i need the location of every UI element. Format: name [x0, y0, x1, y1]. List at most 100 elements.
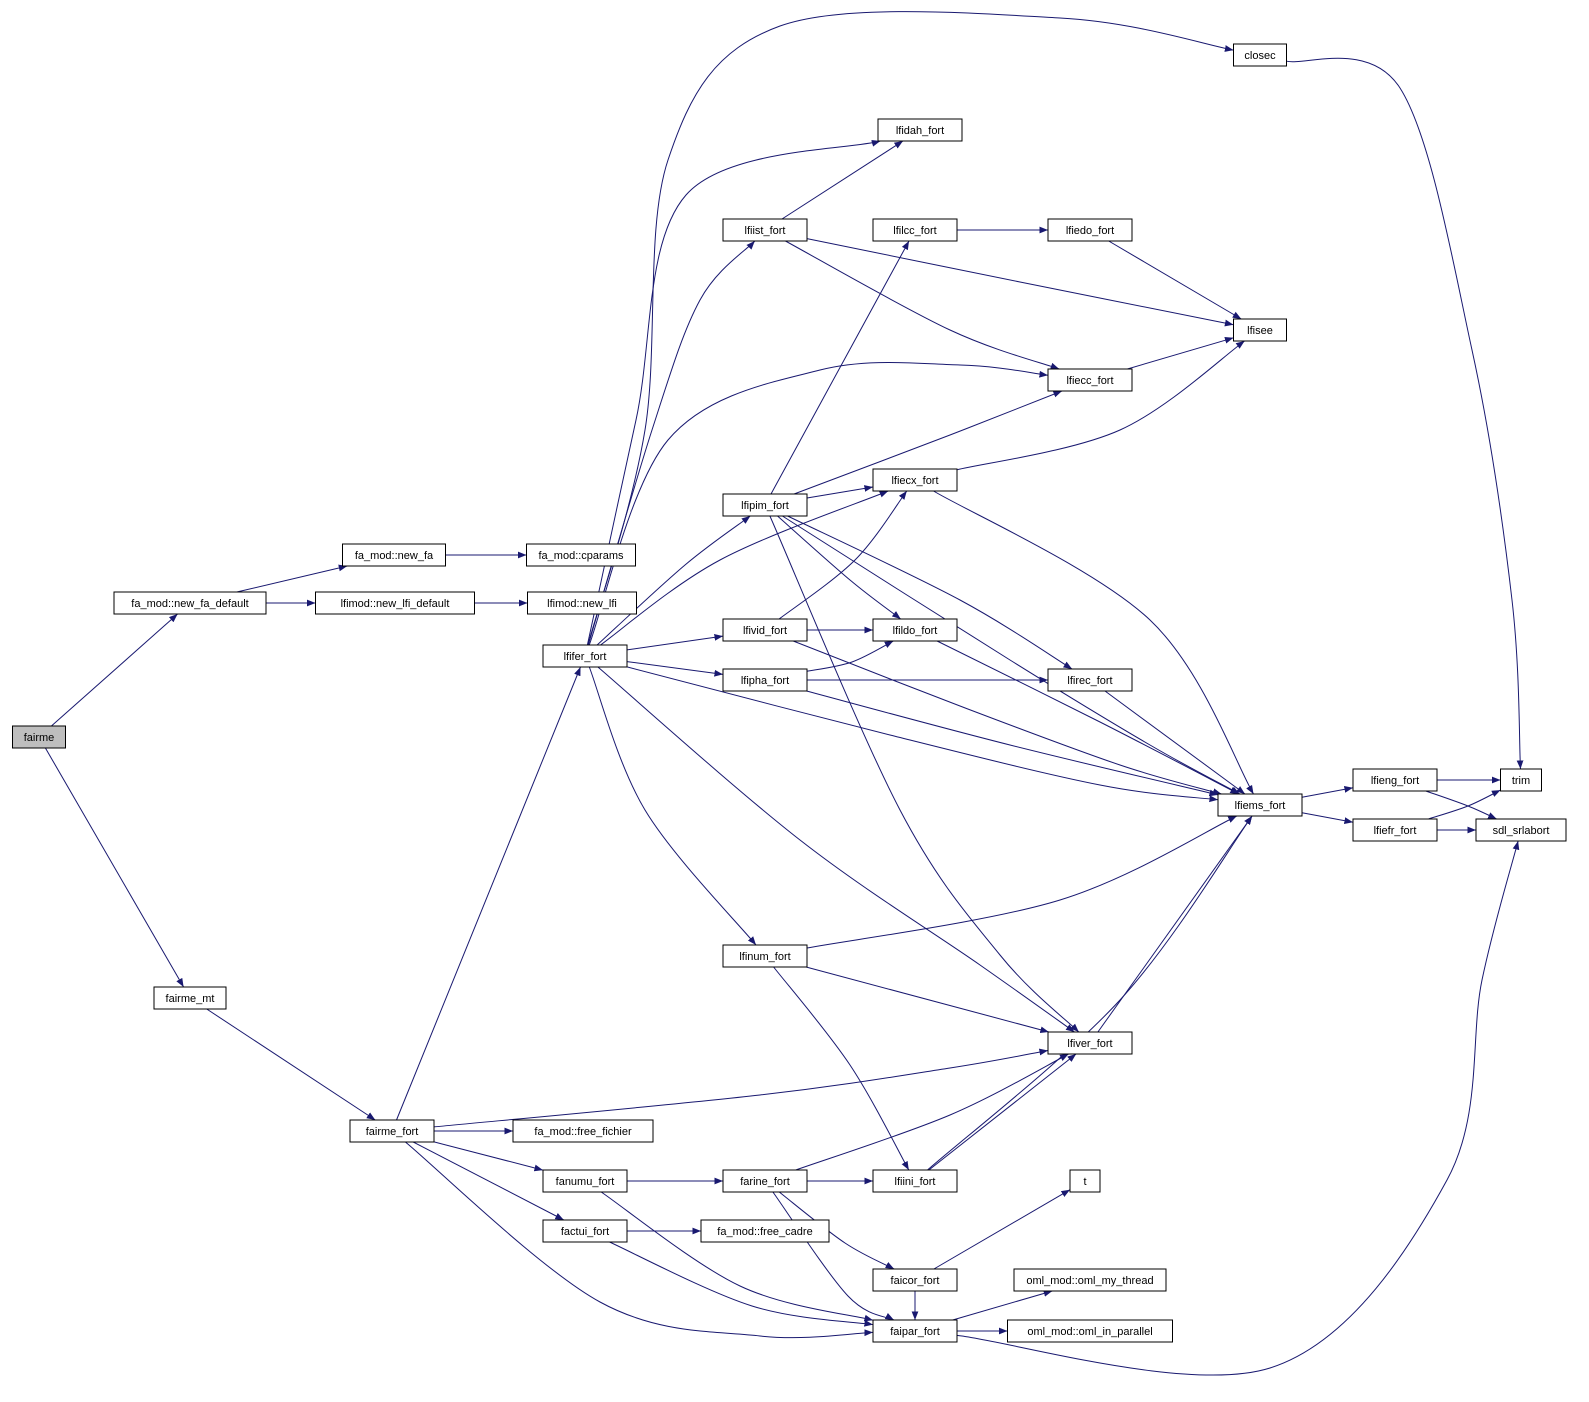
node-free_fichier[interactable]: fa_mod::free_fichier — [512, 1119, 654, 1143]
node-lfiist_fort[interactable]: lfiist_fort — [722, 218, 808, 242]
node-label-lfinum_fort: lfinum_fort — [739, 951, 790, 963]
edge-lfifer_fort-lfinum_fort — [588, 666, 757, 946]
node-lfirec_fort[interactable]: lfirec_fort — [1047, 668, 1133, 692]
node-lfiecc_fort[interactable]: lfiecc_fort — [1047, 368, 1133, 392]
edge-lfifer_fort-lfipha_fort — [626, 661, 724, 677]
node-box-lfidah_fort[interactable] — [877, 118, 963, 142]
node-box-lfiecx_fort[interactable] — [872, 468, 958, 492]
node-box-oml_my_thread[interactable] — [1013, 1268, 1167, 1292]
node-lfiver_fort[interactable]: lfiver_fort — [1047, 1031, 1133, 1055]
node-lfiedo_fort[interactable]: lfiedo_fort — [1047, 218, 1133, 242]
node-fairme[interactable]: fairme — [12, 725, 66, 749]
node-box-free_fichier[interactable] — [512, 1119, 654, 1143]
node-free_cadre[interactable]: fa_mod::free_cadre — [700, 1219, 830, 1243]
node-oml_my_thread[interactable]: oml_mod::oml_my_thread — [1013, 1268, 1167, 1292]
node-box-fanumu_fort[interactable] — [542, 1169, 628, 1193]
node-box-factui_fort[interactable] — [542, 1219, 628, 1243]
node-lfildo_fort[interactable]: lfildo_fort — [872, 618, 958, 642]
node-box-trim[interactable] — [1500, 768, 1542, 792]
node-fairme_mt[interactable]: fairme_mt — [153, 986, 227, 1010]
node-box-oml_in_parallel[interactable] — [1007, 1319, 1173, 1343]
node-cparams[interactable]: fa_mod::cparams — [526, 543, 636, 567]
node-box-lfilcc_fort[interactable] — [872, 218, 958, 242]
node-label-trim: trim — [1512, 775, 1530, 787]
edge-farine_fort-lfiver_fort — [795, 1053, 1069, 1171]
node-lfifer_fort[interactable]: lfifer_fort — [542, 644, 628, 668]
node-box-lfiini_fort[interactable] — [872, 1169, 958, 1193]
node-new_fa[interactable]: fa_mod::new_fa — [342, 543, 446, 567]
edge-lfirec_fort-lfiems_fort — [1104, 690, 1246, 795]
node-box-lfieng_fort[interactable] — [1352, 768, 1438, 792]
node-lfinum_fort[interactable]: lfinum_fort — [722, 944, 808, 968]
node-label-lfifer_fort: lfifer_fort — [564, 651, 607, 663]
node-fairme_fort[interactable]: fairme_fort — [349, 1119, 435, 1143]
node-label-sdl_srlabort: sdl_srlabort — [1493, 825, 1550, 837]
edge-lfipha_fort-lfildo_fort — [806, 640, 894, 672]
node-lfiefr_fort[interactable]: lfiefr_fort — [1352, 818, 1438, 842]
node-box-lfiefr_fort[interactable] — [1352, 818, 1438, 842]
node-label-lfipha_fort: lfipha_fort — [741, 675, 789, 687]
node-box-free_cadre[interactable] — [700, 1219, 830, 1243]
node-box-lfiist_fort[interactable] — [722, 218, 808, 242]
node-lfiecx_fort[interactable]: lfiecx_fort — [872, 468, 958, 492]
edge-fairme_fort-lfiver_fort — [433, 1048, 1049, 1128]
node-lfipha_fort[interactable]: lfipha_fort — [722, 668, 808, 692]
node-trim[interactable]: trim — [1500, 768, 1542, 792]
node-box-fairme_fort[interactable] — [349, 1119, 435, 1143]
node-box-new_lfi_default[interactable] — [315, 591, 475, 615]
node-box-lfiecc_fort[interactable] — [1047, 368, 1133, 392]
node-box-lfifer_fort[interactable] — [542, 644, 628, 668]
node-fanumu_fort[interactable]: fanumu_fort — [542, 1169, 628, 1193]
node-sdl_srlabort[interactable]: sdl_srlabort — [1475, 818, 1567, 842]
node-box-lfisee[interactable] — [1233, 318, 1287, 342]
node-box-lfipha_fort[interactable] — [722, 668, 808, 692]
edge-fairme-fairme_mt — [44, 747, 185, 988]
node-box-new_fa_default[interactable] — [113, 591, 267, 615]
node-faicor_fort[interactable]: faicor_fort — [872, 1268, 958, 1292]
node-label-lfidah_fort: lfidah_fort — [896, 125, 944, 137]
node-lfisee[interactable]: lfisee — [1233, 318, 1287, 342]
node-lfiini_fort[interactable]: lfiini_fort — [872, 1169, 958, 1193]
node-box-cparams[interactable] — [526, 543, 636, 567]
node-new_fa_default[interactable]: fa_mod::new_fa_default — [113, 591, 267, 615]
edge-lfiems_fort-lfiefr_fort — [1301, 812, 1354, 824]
edge-fanumu_fort-faipar_fort — [600, 1191, 874, 1322]
edge-lfifer_fort-closec — [587, 11, 1234, 646]
node-box-lfinum_fort[interactable] — [722, 944, 808, 968]
edge-lfiini_fort-lfiver_fort — [928, 1053, 1077, 1171]
node-lfipim_fort[interactable]: lfipim_fort — [722, 493, 808, 517]
node-box-lfiedo_fort[interactable] — [1047, 218, 1133, 242]
node-faipar_fort[interactable]: faipar_fort — [872, 1319, 958, 1343]
node-box-faipar_fort[interactable] — [872, 1319, 958, 1343]
node-box-sdl_srlabort[interactable] — [1475, 818, 1567, 842]
node-box-faicor_fort[interactable] — [872, 1268, 958, 1292]
node-closec[interactable]: closec — [1233, 43, 1287, 67]
node-box-lfildo_fort[interactable] — [872, 618, 958, 642]
node-lfivid_fort[interactable]: lfivid_fort — [722, 618, 808, 642]
node-lfilcc_fort[interactable]: lfilcc_fort — [872, 218, 958, 242]
node-factui_fort[interactable]: factui_fort — [542, 1219, 628, 1243]
node-box-fairme_mt[interactable] — [153, 986, 227, 1010]
node-label-new_fa_default: fa_mod::new_fa_default — [131, 598, 248, 610]
edge-fairme-new_fa_default — [51, 613, 178, 727]
node-farine_fort[interactable]: farine_fort — [722, 1169, 808, 1193]
node-box-new_lfi[interactable] — [527, 591, 637, 615]
node-new_lfi[interactable]: lfimod::new_lfi — [527, 591, 637, 615]
node-lfiems_fort[interactable]: lfiems_fort — [1217, 793, 1303, 817]
node-lfieng_fort[interactable]: lfieng_fort — [1352, 768, 1438, 792]
node-box-lfipim_fort[interactable] — [722, 493, 808, 517]
node-box-lfiver_fort[interactable] — [1047, 1031, 1133, 1055]
node-t[interactable]: t — [1069, 1169, 1101, 1193]
node-box-lfivid_fort[interactable] — [722, 618, 808, 642]
node-new_lfi_default[interactable]: lfimod::new_lfi_default — [315, 591, 475, 615]
node-box-lfiems_fort[interactable] — [1217, 793, 1303, 817]
node-box-fairme[interactable] — [12, 725, 66, 749]
node-box-t[interactable] — [1069, 1169, 1101, 1193]
node-box-lfirec_fort[interactable] — [1047, 668, 1133, 692]
node-oml_in_parallel[interactable]: oml_mod::oml_in_parallel — [1007, 1319, 1173, 1343]
node-box-new_fa[interactable] — [342, 543, 446, 567]
node-box-farine_fort[interactable] — [722, 1169, 808, 1193]
node-lfidah_fort[interactable]: lfidah_fort — [877, 118, 963, 142]
node-label-lfiecx_fort: lfiecx_fort — [891, 475, 938, 487]
node-box-closec[interactable] — [1233, 43, 1287, 67]
